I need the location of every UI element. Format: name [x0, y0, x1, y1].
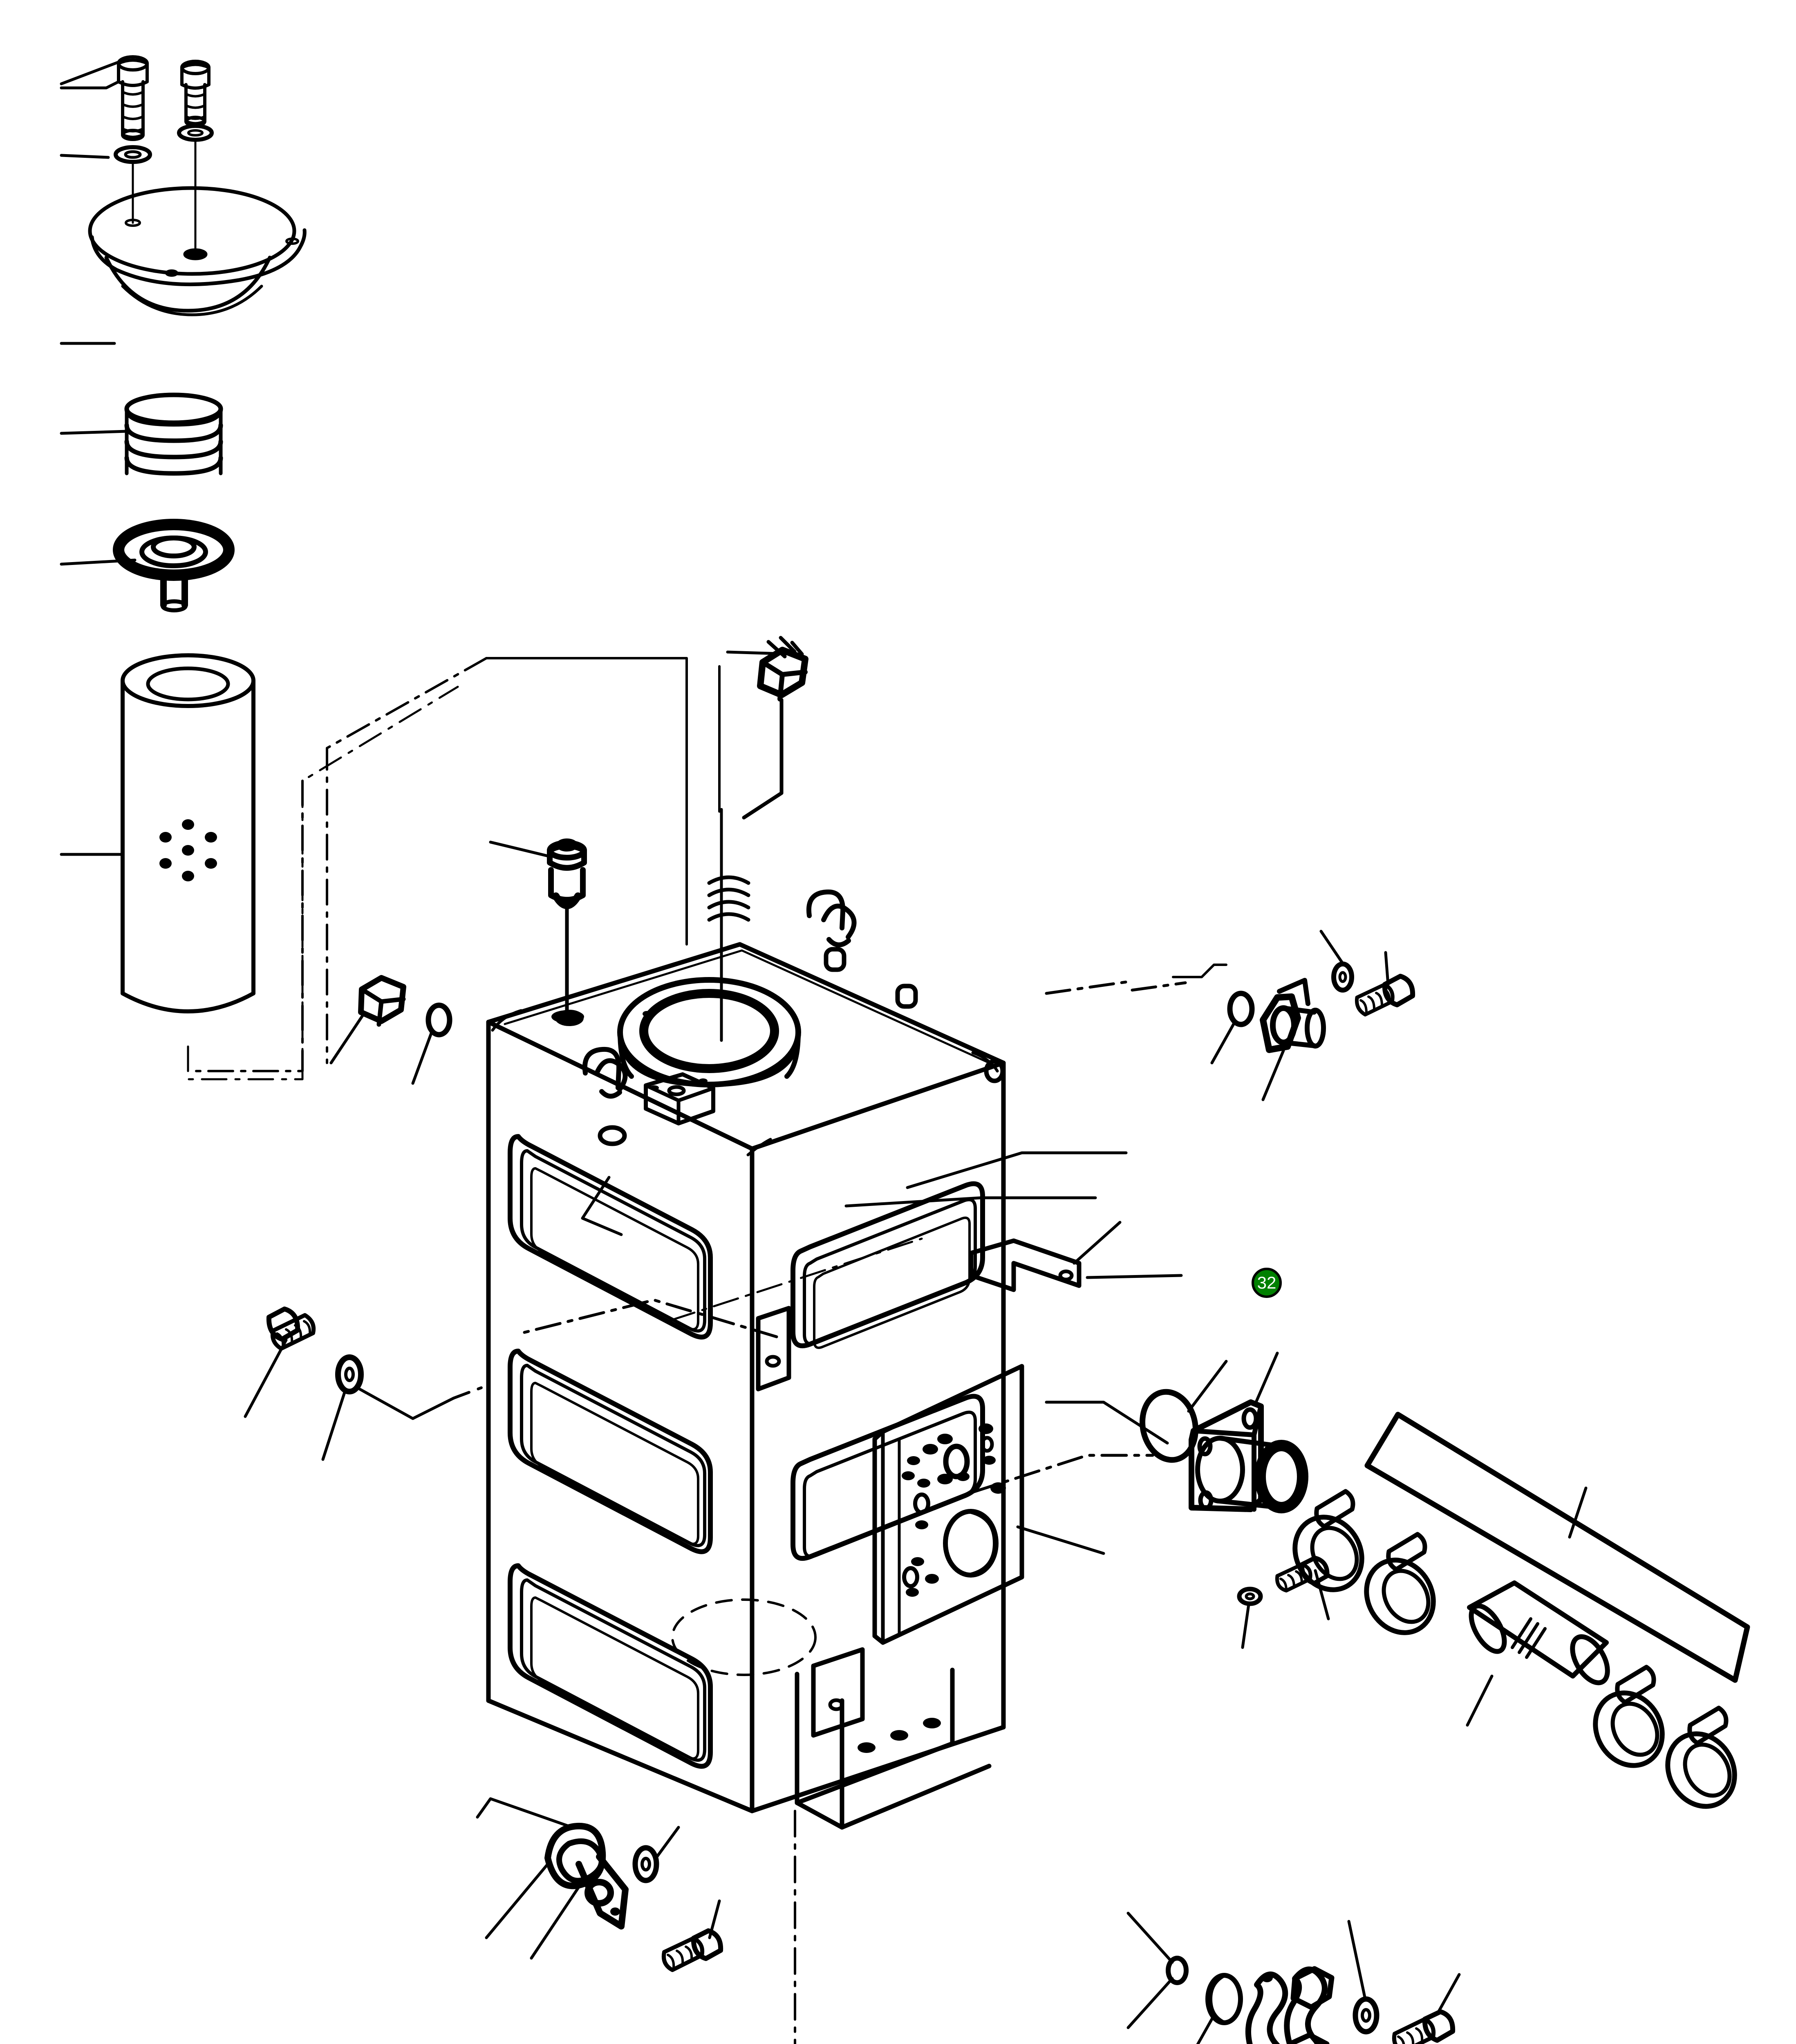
bottom-cover-assembly — [794, 1810, 796, 2044]
tank-bracket-upper — [969, 1238, 1082, 1292]
suction-flange-plate — [1189, 1399, 1308, 1513]
stem-coil — [707, 875, 750, 922]
return-port-fittings — [1045, 930, 1415, 1101]
tank-bracket-left — [756, 1306, 791, 1392]
tank-top-boss-block — [644, 1072, 715, 1125]
callout-badge-32[interactable]: 32 — [1252, 1268, 1282, 1298]
pipe-clamp-group — [1126, 1912, 1461, 2044]
tank-hex-nut — [358, 975, 406, 1027]
leader-lines-drainmid — [476, 1797, 721, 1960]
cap-bolt-right — [180, 60, 211, 127]
tank-oring — [425, 1002, 452, 1038]
clamp-oring — [1166, 1956, 1189, 1985]
hose-assembly — [1292, 1412, 1750, 1809]
hose-clamp-4 — [1665, 1706, 1737, 1809]
bypass-spring — [124, 392, 223, 476]
bypass-valve-seat — [113, 519, 235, 612]
side-fasteners — [244, 975, 488, 1461]
tank-slot-right-upper — [791, 1181, 985, 1349]
leader-lines-hose — [1466, 1486, 1588, 1727]
clamp-disc — [1205, 1973, 1243, 2025]
cap-washer-left — [114, 145, 152, 227]
elbow-fitting — [1260, 978, 1326, 1053]
hose-clamp-3 — [1593, 1665, 1665, 1768]
flange-washer — [1237, 1587, 1263, 1606]
leader-lines-tank — [489, 650, 1183, 1555]
tank-slot-left-mid — [508, 1349, 713, 1554]
construction-lines — [191, 657, 1227, 1072]
hose-clamp-2 — [1364, 1532, 1436, 1635]
leader-lines-suction — [1045, 1351, 1330, 1649]
side-bolt — [266, 1307, 316, 1351]
level-gauge-plug — [547, 838, 587, 1023]
tank-slot-right-lower — [791, 1394, 985, 1561]
clamp-half-a — [1245, 1971, 1288, 2044]
tank-hidden-circle — [671, 1598, 817, 1676]
suction-port-assembly — [1045, 1351, 1330, 1649]
filter-centerline — [187, 686, 459, 1080]
mounting-plate — [872, 1364, 1024, 1645]
clamp-half-b — [1284, 1966, 1335, 2044]
hose-clamp-1 — [1292, 1489, 1364, 1592]
drain-washer-mid — [632, 1845, 659, 1883]
clamp-bolt — [1392, 2009, 1456, 2044]
leader-lines-sidefasteners — [244, 1338, 488, 1461]
drain-valve-assembly-mid — [476, 1797, 723, 1972]
leader-lines-hexplug — [329, 1012, 433, 1085]
suction-oring — [1140, 1389, 1198, 1463]
tank-body — [486, 636, 1082, 1830]
cap-washer-right — [177, 124, 214, 260]
tank-slot-left-upper — [508, 1134, 713, 1340]
hex-nut-top — [742, 636, 808, 820]
tank-slot-left-lower — [508, 1563, 713, 1769]
nipple-fitting — [1355, 974, 1415, 1017]
tank-base-channel — [795, 1667, 992, 1830]
filler-cap-assembly — [60, 55, 459, 1080]
filter-element — [121, 653, 255, 1013]
hose-sleeve — [1467, 1580, 1610, 1685]
leader-lines-returnport — [1045, 930, 1390, 1101]
drain-bolt-mid — [662, 1928, 723, 1972]
tank-hidden-outline — [669, 1237, 923, 1322]
cap-gasket-skirt — [104, 256, 272, 316]
cap-bolt-left — [117, 55, 149, 141]
leader-lines-pipeclamp — [1126, 1912, 1461, 2044]
side-washer — [335, 1354, 364, 1394]
port-oring-a — [1227, 991, 1255, 1027]
drain-valve-mid — [544, 1822, 629, 1930]
tank-hooks — [582, 889, 846, 1090]
